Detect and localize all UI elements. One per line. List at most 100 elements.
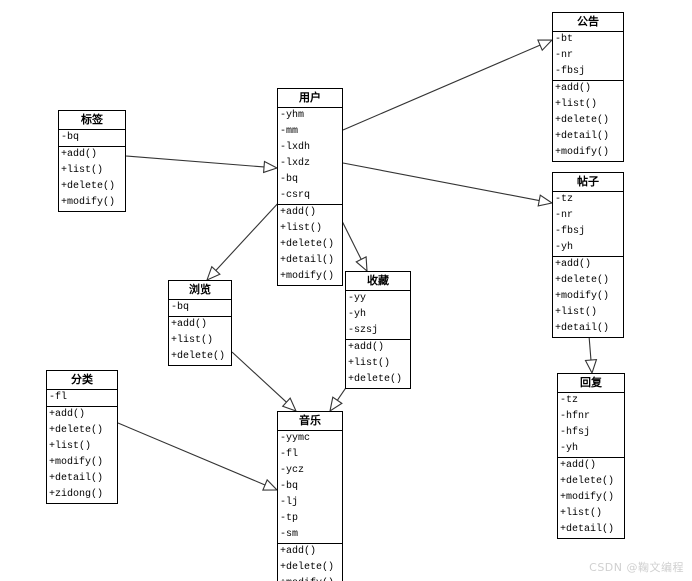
method-row: +add() <box>61 149 98 160</box>
method-row: +list() <box>49 441 92 452</box>
class-box-liulan[interactable]: 浏览-bq+add()+list()+delete() <box>168 280 232 366</box>
class-name-liulan: 浏览 <box>169 281 231 300</box>
generalization-arrowhead-icon <box>262 478 279 491</box>
class-name-tiezi: 帖子 <box>553 173 623 192</box>
methods-compartment-huifu: +add()+delete()+modify()+list()+detail() <box>558 458 624 538</box>
relation-biaoqian-yonghu <box>125 155 279 174</box>
method-row: +modify() <box>61 197 116 208</box>
attributes-compartment-liulan: -bq <box>169 300 231 317</box>
class-box-huifu[interactable]: 回复-tz-hfnr-hfsj-yh+add()+delete()+modify… <box>557 373 625 539</box>
attribute-row: -bt <box>555 34 574 45</box>
attribute-row: -yh <box>560 443 579 454</box>
methods-compartment-liulan: +add()+list()+delete() <box>169 317 231 365</box>
relation-line <box>215 199 282 271</box>
attribute-row: -fl <box>49 392 68 403</box>
class-name-gonggao: 公告 <box>553 13 623 32</box>
attribute-row: -sm <box>280 529 299 540</box>
attributes-compartment-gonggao: -bt-nr-fbsj <box>553 32 623 81</box>
relation-yonghu-tiezi <box>342 162 554 207</box>
class-box-tiezi[interactable]: 帖子-tz-nr-fbsj-yh+add()+delete()+modify()… <box>552 172 624 338</box>
generalization-arrowhead-icon <box>355 256 368 273</box>
method-row: +modify() <box>560 492 615 503</box>
relation-line <box>125 155 265 168</box>
class-box-yinyue[interactable]: 音乐-yymc-fl-ycz-bq-lj-tp-sm+add()+delete(… <box>277 411 343 581</box>
class-box-biaoqian[interactable]: 标签-bq +add() +list() +delete() +modify() <box>58 110 126 212</box>
class-name-yinyue: 音乐 <box>278 412 342 431</box>
method-row: +modify() <box>49 457 104 468</box>
class-box-gonggao[interactable]: 公告-bt-nr-fbsj +add() +list() +delete() +deta… <box>552 12 624 162</box>
method-row: +detail() <box>555 131 610 142</box>
generalization-arrowhead-icon <box>537 194 554 207</box>
attribute-row: -hfnr <box>560 411 591 422</box>
method-row: +add() <box>555 259 592 270</box>
method-row: +list() <box>348 358 391 369</box>
attribute-row: -csrq <box>280 190 311 201</box>
attribute-row: -tz <box>555 194 574 205</box>
attribute-row: -tz <box>560 395 579 406</box>
attribute-row: -fl <box>280 449 299 460</box>
attribute-row: -hfsj <box>560 427 591 438</box>
method-row: +delete() <box>171 351 226 362</box>
attribute-row: -yh <box>348 309 367 320</box>
method-row: +zidong() <box>49 489 104 500</box>
class-name-biaoqian: 标签 <box>59 111 125 130</box>
methods-compartment-fenlei: +add()+delete()+list()+modify()+detail()… <box>47 407 117 503</box>
method-row: +add() <box>49 409 86 420</box>
method-row: +delete() <box>280 239 335 250</box>
method-row: +delete() <box>280 562 335 573</box>
method-row: +add() <box>171 319 208 330</box>
method-row: +add() <box>348 342 385 353</box>
method-row: +delete() <box>555 115 610 126</box>
method-row: +list() <box>555 307 598 318</box>
class-name-yonghu: 用户 <box>278 89 342 108</box>
methods-compartment-yonghu: +add() +list() +delete() +detail() +modify() <box>278 205 342 285</box>
attributes-compartment-biaoqian: -bq <box>59 130 125 147</box>
relation-line <box>342 44 541 131</box>
generalization-arrowhead-icon <box>329 396 343 413</box>
method-row: +delete() <box>348 374 403 385</box>
attribute-row: -mm <box>280 126 299 137</box>
method-row: +add() <box>555 83 592 94</box>
attribute-row: -yh <box>555 242 574 253</box>
methods-compartment-tiezi: +add()+delete()+modify()+list()+detail() <box>553 257 623 337</box>
class-box-shoucang[interactable]: 收藏-yy-yh-szsj +add() +list() +delete() <box>345 271 411 389</box>
generalization-arrowhead-icon <box>206 265 221 282</box>
class-name-fenlei: 分类 <box>47 371 117 390</box>
attributes-compartment-tiezi: -tz-nr-fbsj-yh <box>553 192 623 257</box>
class-box-yonghu[interactable]: 用户-yhm-mm-lxdh-lxdz-bq-csrq+add()+list()… <box>277 88 343 286</box>
methods-compartment-shoucang: +add() +list() +delete() <box>346 340 410 388</box>
attribute-row: -yymc <box>280 433 311 444</box>
attribute-row: -lj <box>280 497 299 508</box>
attribute-row: -bq <box>280 481 299 492</box>
method-row: +list() <box>280 223 323 234</box>
method-row: +modify() <box>555 291 610 302</box>
relation-yonghu-gonggao <box>342 39 554 131</box>
method-row: +list() <box>555 99 598 110</box>
method-row: +delete() <box>560 476 615 487</box>
attributes-compartment-shoucang: -yy-yh-szsj <box>346 291 410 340</box>
method-row: +detail() <box>560 524 615 535</box>
attributes-compartment-yinyue: -yymc-fl-ycz-bq-lj-tp-sm <box>278 431 342 544</box>
relation-line <box>342 162 540 202</box>
class-name-huifu: 回复 <box>558 374 624 393</box>
class-name-shoucang: 收藏 <box>346 272 410 291</box>
relation-line <box>117 422 266 486</box>
method-row: +add() <box>280 207 317 218</box>
method-row: +delete() <box>61 181 116 192</box>
class-box-fenlei[interactable]: 分类-fl+add()+delete()+list()+modify()+det… <box>46 370 118 504</box>
attributes-compartment-yonghu: -yhm-mm-lxdh-lxdz-bq-csrq <box>278 108 342 205</box>
method-row: +detail() <box>49 473 104 484</box>
generalization-arrowhead-icon <box>281 397 298 412</box>
generalization-arrowhead-icon <box>262 160 279 174</box>
attribute-row: -lxdh <box>280 142 311 153</box>
method-row: +detail() <box>555 323 610 334</box>
method-row: +modify() <box>555 147 610 158</box>
method-row: +list() <box>560 508 603 519</box>
attribute-row: -nr <box>555 210 574 221</box>
generalization-arrowhead-icon <box>584 358 598 375</box>
method-row: +list() <box>61 165 104 176</box>
method-row: +modify() <box>280 271 335 282</box>
generalization-arrowhead-icon <box>537 39 554 52</box>
attribute-row: -lxdz <box>280 158 311 169</box>
method-row: +detail() <box>280 255 335 266</box>
